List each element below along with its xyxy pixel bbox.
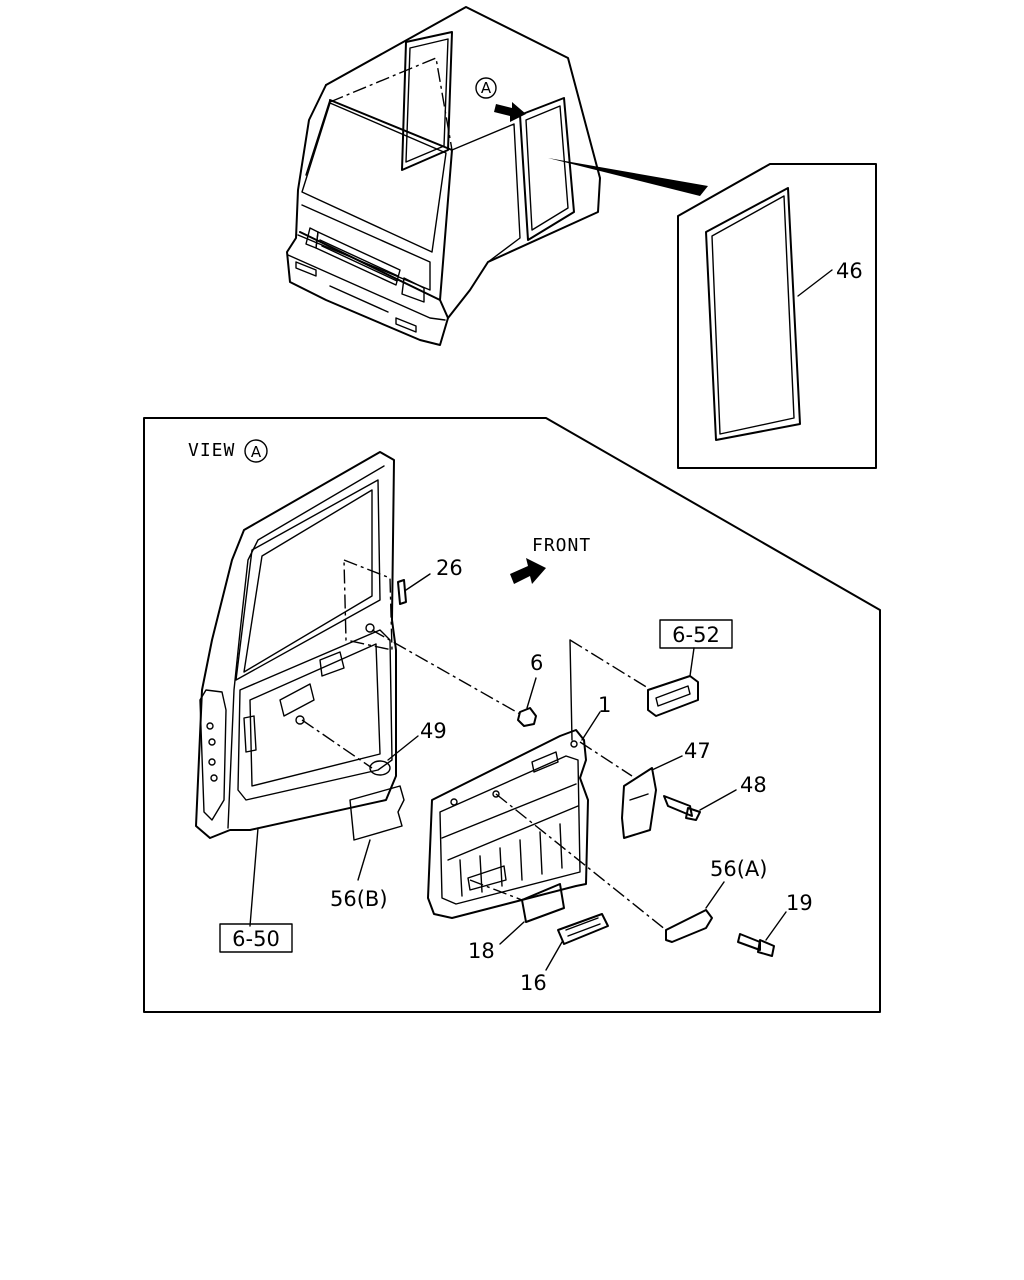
view-title-marker: A [251,443,262,461]
part-label-18: 18 [468,939,495,963]
door-inner-panel [195,451,397,927]
part-18-cover: 18 [468,879,565,963]
part-ref-6-52-handle: 6-52 [647,619,733,717]
part-label-19: 19 [786,891,813,915]
part-19-bolt: 19 [737,891,813,957]
part-6-nut: 6 [371,629,543,727]
view-a-frame: VIEW A FRONT [143,417,881,1013]
part-56a-pad: 56(A) [495,793,767,943]
part-48-screw: 48 [663,773,767,821]
part-26-clip: 26 [397,556,463,605]
part-49-plug: 49 [369,719,447,776]
detail-glass-46: 46 [677,163,877,469]
part-label-49: 49 [420,719,447,743]
part-1-trim-panel: 1 [427,639,649,919]
front-arrow-icon [510,558,546,584]
part-label-46: 46 [836,259,863,283]
part-47-bracket: 47 [579,739,711,839]
view-arrow-marker: A [481,79,492,97]
part-label-26: 26 [436,556,463,580]
part-label-56b: 56(B) [330,887,388,911]
part-label-16: 16 [520,971,547,995]
view-title: VIEW [188,440,235,461]
part-label-48: 48 [740,773,767,797]
part-label-6: 6 [530,651,543,675]
part-label-1: 1 [598,693,611,717]
truck-cab-illustration: A [286,6,708,346]
part-label-56a: 56(A) [710,857,767,881]
part-label-47: 47 [684,739,711,763]
ref-box-6-50: 6-50 [219,923,293,953]
part-56b-sheet: 56(B) [330,785,405,911]
ref-label-6-50: 6-50 [232,927,280,951]
ref-label-6-52: 6-52 [672,623,720,647]
front-label: FRONT [532,535,591,556]
part-16-grille: 16 [520,913,609,995]
